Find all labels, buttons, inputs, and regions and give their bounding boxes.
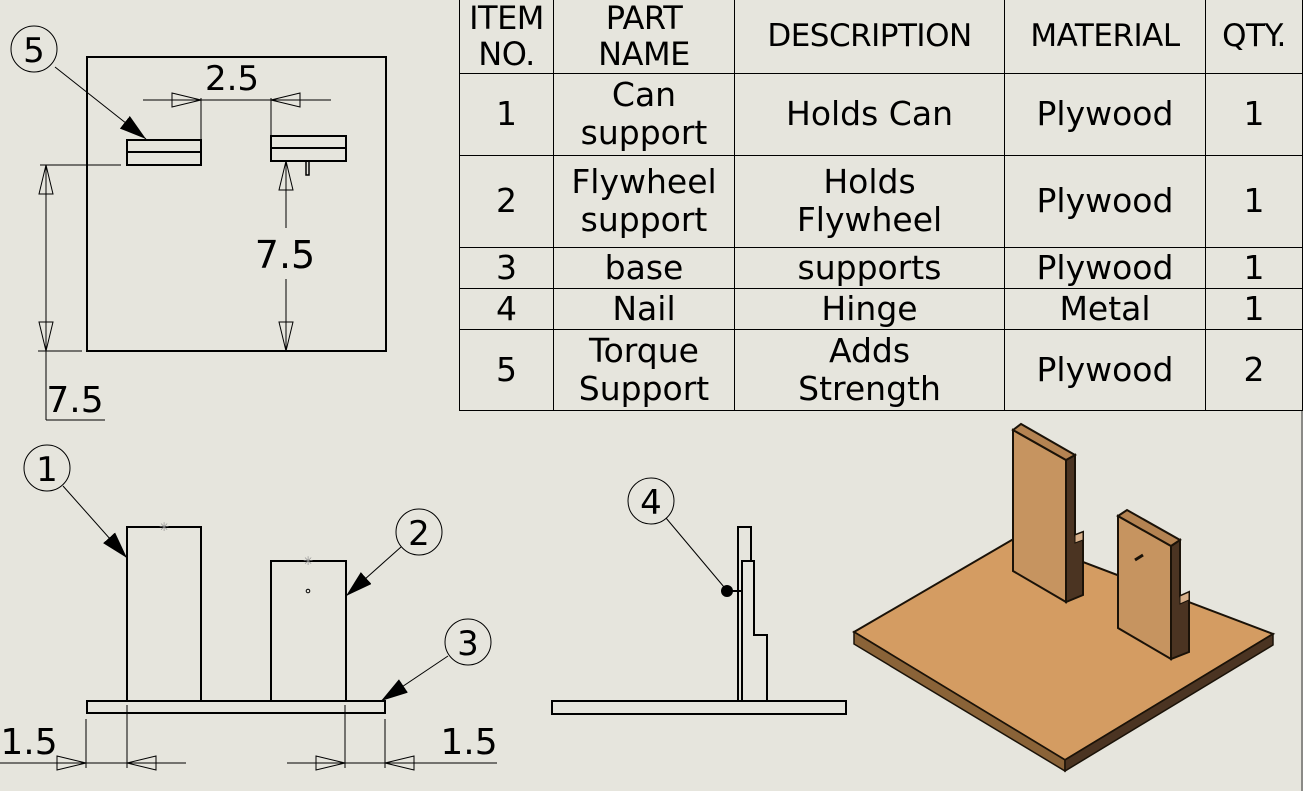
cell-part-name: Nail: [553, 287, 735, 330]
center-mark-icon: ✳: [303, 554, 313, 568]
header-part-name: PART NAME: [553, 0, 735, 74]
part-can-support: [126, 526, 202, 702]
balloon-label: 5: [23, 31, 45, 71]
cell-text: Flywheel: [571, 162, 717, 201]
nail-head: [721, 585, 733, 597]
iso-nail-slot: [1134, 553, 1144, 562]
base-plate-edge: [551, 700, 847, 715]
cell-material: Metal: [1004, 287, 1206, 330]
cell-item: 1: [459, 72, 554, 156]
isometric-view: [852, 422, 1276, 773]
dimension-height-left: 7.5: [38, 164, 121, 421]
header-qty: QTY.: [1205, 0, 1303, 74]
cell-qty: 1: [1205, 72, 1303, 156]
cell-description: Holds Can: [734, 72, 1005, 156]
dimension-label: 7.5: [46, 380, 103, 421]
cell-text: Strength: [798, 368, 941, 408]
cell-text: Flywheel: [796, 200, 943, 239]
header-text: PART: [605, 0, 683, 38]
balloon-label: 2: [408, 514, 430, 554]
part-torque-support-left: [126, 139, 202, 166]
part-torque-support-right: [270, 135, 347, 176]
center-mark-icon: ✳: [159, 520, 169, 534]
dimension-label: 2.5: [205, 59, 259, 99]
iso-can-support: [1011, 422, 1084, 604]
cell-text: support: [580, 200, 708, 239]
front-view: ✳ ✳ 1 2 3 1.5: [0, 444, 498, 771]
balloon-label: 1: [36, 450, 58, 490]
balloon-1: 1: [23, 444, 128, 559]
base-plate-edge: [86, 700, 386, 714]
cell-text: Holds: [823, 162, 916, 201]
side-view: 4: [551, 477, 847, 715]
cell-material: Plywood: [1004, 246, 1206, 289]
iso-base-side-edge: [1064, 632, 1274, 773]
cell-qty: 1: [1205, 154, 1303, 248]
part-can-support-profile: [737, 526, 752, 701]
dimension-label: 1.5: [0, 722, 57, 763]
cell-material: Plywood: [1004, 154, 1206, 248]
cell-item: 5: [459, 328, 554, 411]
header-text: NO.: [478, 35, 535, 73]
part-flywheel-support: [270, 560, 347, 702]
bom-row: 4 Nail Hinge Metal 1: [459, 287, 1303, 330]
cell-material: Plywood: [1004, 72, 1206, 156]
cell-part-name: base: [553, 246, 735, 289]
balloon-label: 4: [640, 483, 662, 523]
header-text: NAME: [598, 35, 690, 73]
dimension-spacing: 2.5: [143, 59, 331, 140]
bom-header-row: ITEM NO. PART NAME DESCRIPTION MATERIAL …: [459, 0, 1303, 74]
cell-text: support: [580, 113, 708, 152]
dimension-offset-right: 1.5: [287, 705, 498, 771]
balloon-2: 2: [345, 508, 443, 597]
cell-text: Adds: [828, 330, 911, 370]
header-item-no: ITEM NO.: [459, 0, 554, 74]
cell-item: 2: [459, 154, 554, 248]
cell-text: Can: [611, 75, 677, 114]
balloon-3: 3: [380, 618, 492, 702]
dimension-label: 1.5: [440, 722, 497, 763]
balloon-label: 3: [457, 624, 479, 664]
balloon-4: 4: [627, 477, 725, 588]
part-flywheel-support-profile: [741, 560, 768, 701]
top-view: 2.5 7.5 7.5 5: [10, 25, 387, 421]
header-description: DESCRIPTION: [734, 0, 1005, 74]
nail-hole: [305, 588, 311, 594]
nail-stub: [305, 160, 310, 176]
cell-qty: 2: [1205, 328, 1303, 411]
balloon-5: 5: [10, 25, 147, 140]
cell-text: Support: [578, 368, 710, 408]
header-text: ITEM: [469, 0, 544, 38]
dimension-height-right: 7.5: [255, 160, 315, 352]
dimension-label: 7.5: [255, 233, 315, 277]
header-material: MATERIAL: [1004, 0, 1206, 74]
cell-text: Torque: [589, 330, 699, 370]
bill-of-materials-table: ITEM NO. PART NAME DESCRIPTION MATERIAL …: [459, 0, 1303, 411]
cell-description: Hinge: [734, 287, 1005, 330]
cell-qty: 1: [1205, 287, 1303, 330]
iso-flywheel-support: [1116, 508, 1190, 661]
base-plate-outline: [86, 56, 387, 352]
dimension-offset-left: 1.5: [0, 705, 186, 771]
sheet-right-border: [1301, 410, 1303, 791]
